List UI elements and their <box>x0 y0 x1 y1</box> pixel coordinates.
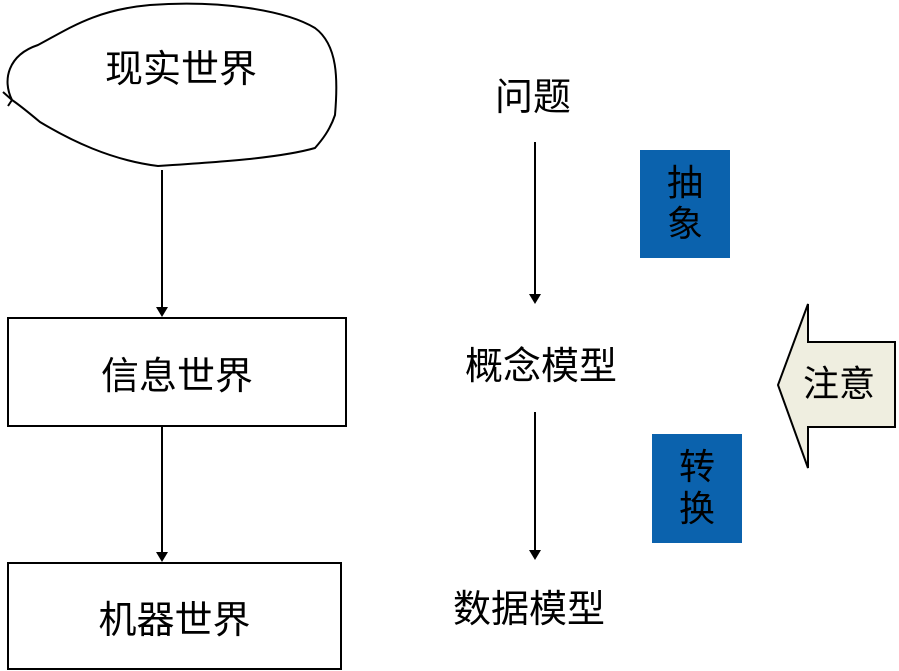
cloud-tail <box>2 91 13 107</box>
abstract-tag: 抽 象 <box>640 150 730 258</box>
abstract-tag-char-1: 抽 <box>666 162 703 204</box>
convert-tag: 转 换 <box>652 434 742 543</box>
note-label: 注意 <box>803 364 876 405</box>
machine-world-box: 机器世界 <box>7 562 342 670</box>
convert-tag-char-2: 换 <box>678 488 715 530</box>
real-world-cloud <box>6 2 338 168</box>
problem-label: 问题 <box>495 75 572 119</box>
info-world-label: 信息世界 <box>100 353 253 398</box>
abstract-tag-char-2: 象 <box>666 204 703 245</box>
machine-world-label: 机器世界 <box>98 597 251 642</box>
note-block-arrow <box>776 303 896 469</box>
info-world-box: 信息世界 <box>7 317 347 427</box>
concept-model-label: 概念模型 <box>465 344 618 388</box>
data-model-label: 数据模型 <box>453 587 606 631</box>
convert-tag-char-1: 转 <box>678 447 715 489</box>
real-world-label: 现实世界 <box>105 47 258 91</box>
